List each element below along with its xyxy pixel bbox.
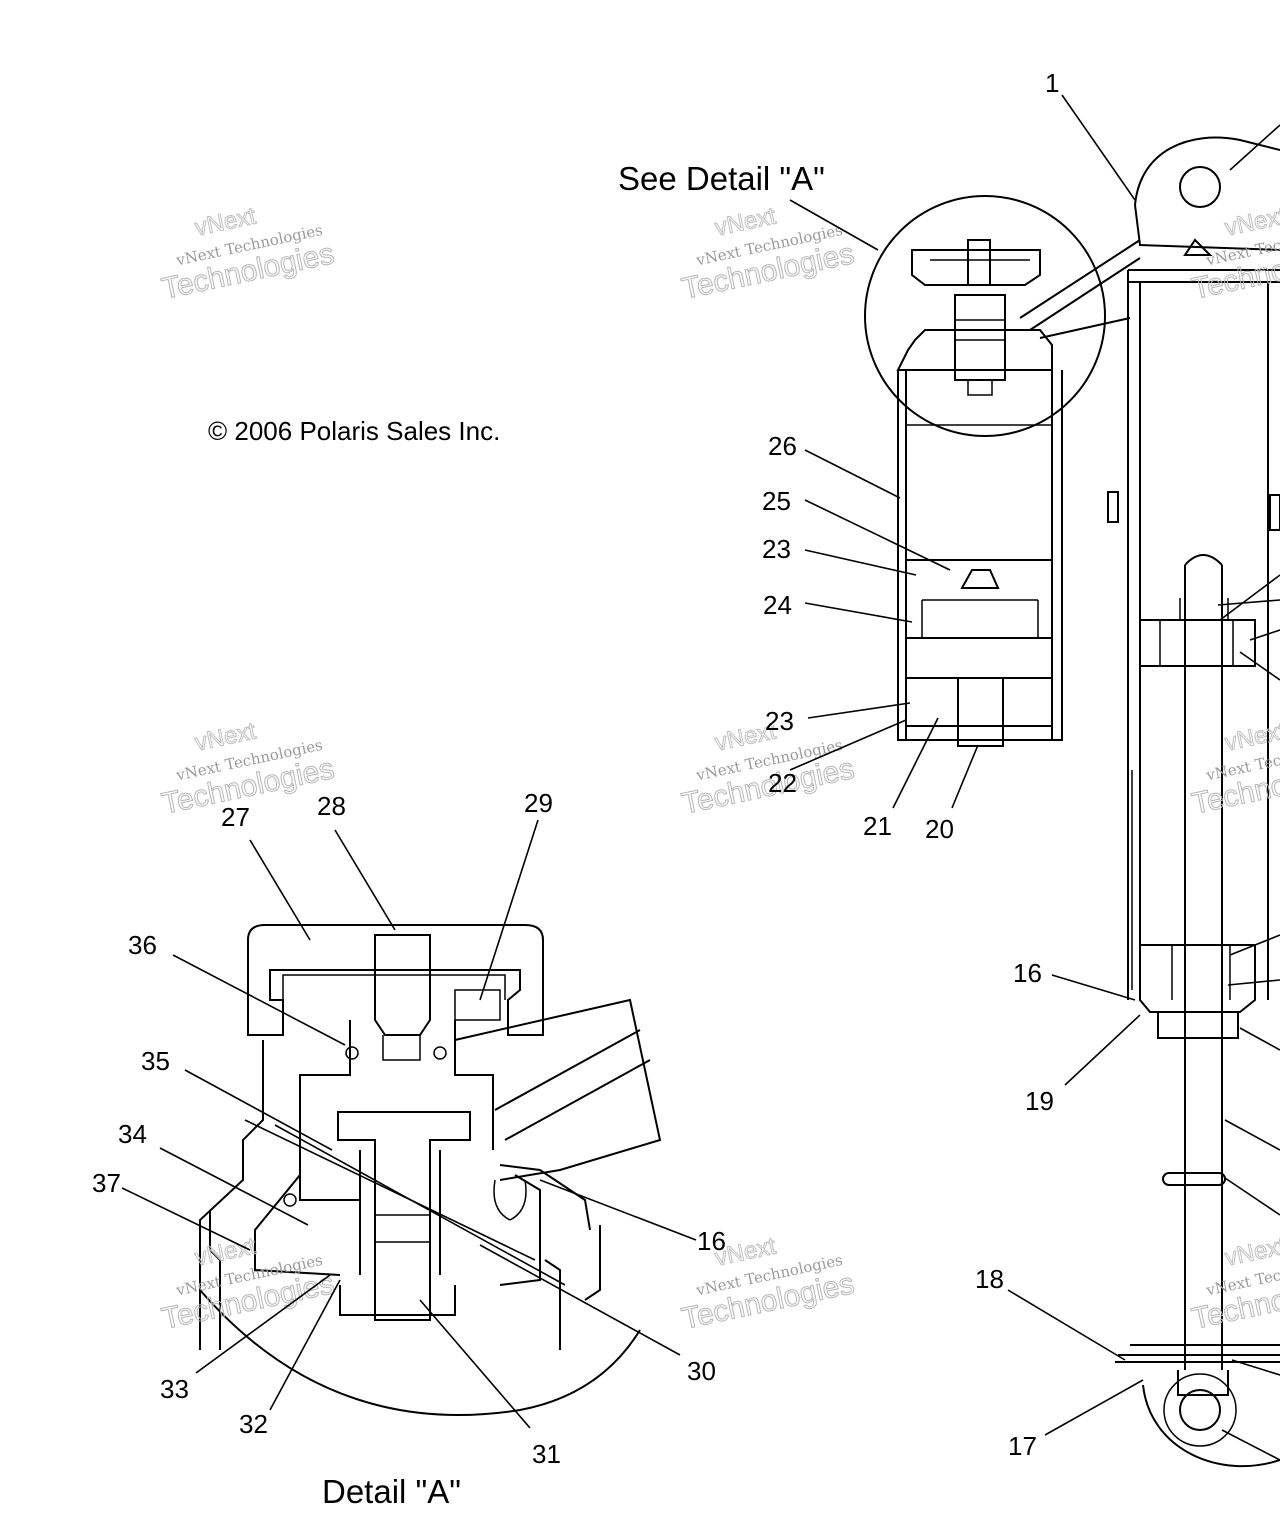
- callout-23-lower: 23: [765, 706, 794, 736]
- svg-text:vNext: vNext: [1223, 202, 1280, 241]
- callout-31: 31: [532, 1439, 561, 1469]
- detail-title: Detail "A": [322, 1473, 461, 1510]
- copyright-text: © 2006 Polaris Sales Inc.: [208, 416, 500, 446]
- watermark-5: vNext vNext Technologies Technologies: [678, 717, 857, 821]
- callout-24: 24: [763, 590, 792, 620]
- callout-21: 21: [863, 811, 892, 841]
- watermark-2: vNext vNext Technologies Technologies: [678, 202, 857, 306]
- callout-18: 18: [975, 1264, 1004, 1294]
- callout-16-main: 16: [1013, 958, 1042, 988]
- callout-23-upper: 23: [762, 534, 791, 564]
- callout-32: 32: [239, 1409, 268, 1439]
- svg-text:vNext: vNext: [1223, 717, 1280, 756]
- watermark-1: vNext vNext Technologies Technologies: [158, 202, 337, 306]
- callout-17: 17: [1008, 1431, 1037, 1461]
- callout-22: 22: [768, 768, 797, 798]
- callout-20: 20: [925, 814, 954, 844]
- callout-25: 25: [762, 486, 791, 516]
- callout-1: 1: [1045, 68, 1059, 98]
- callout-labels: 1 16 16 17 18 19 20 21 22 23 23 24 25 26…: [92, 68, 1059, 1469]
- callout-37: 37: [92, 1168, 121, 1198]
- watermark-6: vNext vNext Technologies Technologies: [1188, 717, 1280, 821]
- callout-29: 29: [524, 788, 553, 818]
- reservoir-canister: [864, 195, 1106, 747]
- callout-34: 34: [118, 1119, 147, 1149]
- callout-26: 26: [768, 431, 797, 461]
- main-shock-assembly: [1019, 136, 1280, 1468]
- callout-36: 36: [128, 930, 157, 960]
- callout-28: 28: [317, 791, 346, 821]
- watermark-7: vNext vNext Technologies Technologies: [158, 1232, 337, 1336]
- callout-19: 19: [1025, 1086, 1054, 1116]
- callout-33: 33: [160, 1374, 189, 1404]
- callout-16-detail: 16: [697, 1226, 726, 1256]
- callout-27: 27: [221, 802, 250, 832]
- detail-a-drawing: [199, 924, 662, 1416]
- watermark-9: vNext vNext Technologies Technologies: [1188, 1232, 1280, 1336]
- svg-text:vNext: vNext: [1223, 1232, 1280, 1271]
- see-detail-callout: See Detail "A": [618, 160, 825, 197]
- leader-lines: [121, 94, 1280, 1461]
- callout-35: 35: [141, 1046, 170, 1076]
- callout-30: 30: [687, 1356, 716, 1386]
